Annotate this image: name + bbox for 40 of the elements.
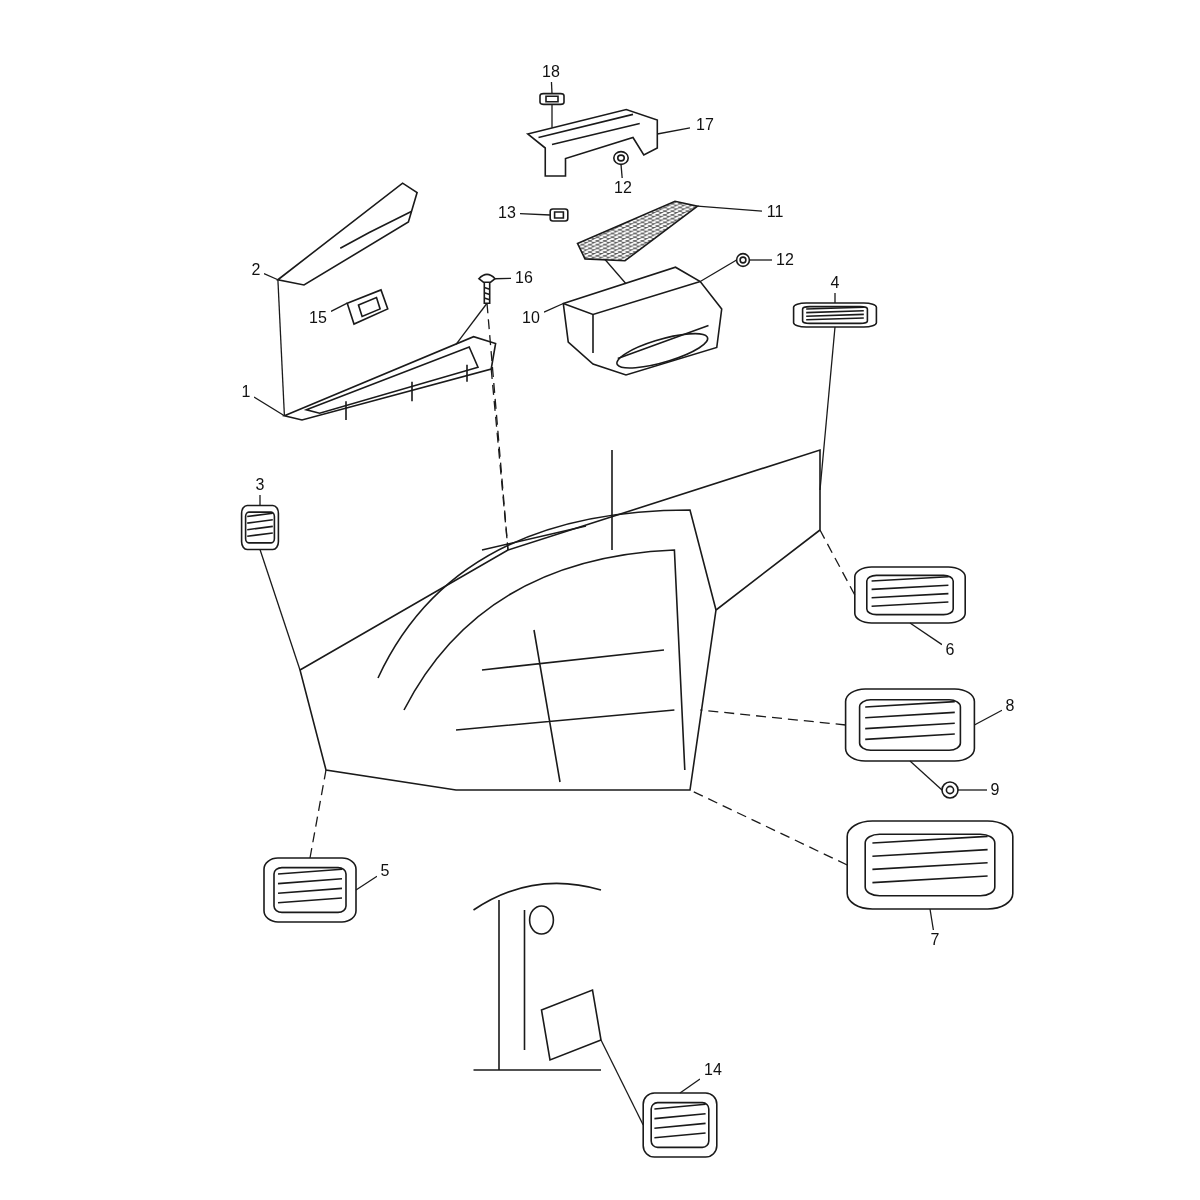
assembly-line: [600, 1039, 644, 1126]
leader-line: [929, 908, 935, 931]
leader-line: [656, 127, 691, 135]
leader-line: [679, 1078, 701, 1094]
leader-line: [355, 875, 378, 891]
assembly-line: [486, 302, 509, 551]
leader-line: [834, 292, 836, 304]
leader-line: [253, 396, 286, 417]
leader-line: [973, 709, 1003, 726]
assembly-line: [259, 548, 301, 671]
clip-drawing: [940, 780, 960, 800]
assembly-line: [277, 279, 286, 417]
leader-line: [259, 494, 261, 507]
assembly-line: [699, 259, 738, 283]
leader-line: [909, 622, 943, 646]
air-vent-drawing: [790, 300, 880, 330]
leader-line: [957, 789, 988, 791]
nut-drawing: [612, 150, 630, 166]
leader-line: [696, 205, 763, 212]
nut-drawing: [735, 252, 751, 268]
bracket-drawing: [525, 106, 660, 176]
air-duct-drawing: [560, 265, 725, 375]
leader-line: [620, 163, 623, 179]
assembly-line: [909, 760, 943, 791]
assembly-line: [699, 709, 847, 726]
trim-panel-drawing: [275, 180, 420, 285]
assembly-line: [604, 258, 627, 285]
assembly-line: [455, 302, 488, 345]
leader-line: [330, 302, 348, 313]
leader-line: [263, 272, 279, 281]
clip-drawing: [537, 90, 567, 108]
clip-drawing: [548, 205, 570, 225]
leader-line: [543, 302, 564, 313]
assembly-line: [819, 529, 856, 596]
leader-line: [748, 259, 773, 261]
mesh-cover-drawing: [575, 200, 700, 262]
assembly-line: [309, 769, 327, 859]
assembly-line: [551, 103, 553, 129]
switch-drawing: [345, 288, 390, 326]
leader-line: [519, 212, 551, 216]
